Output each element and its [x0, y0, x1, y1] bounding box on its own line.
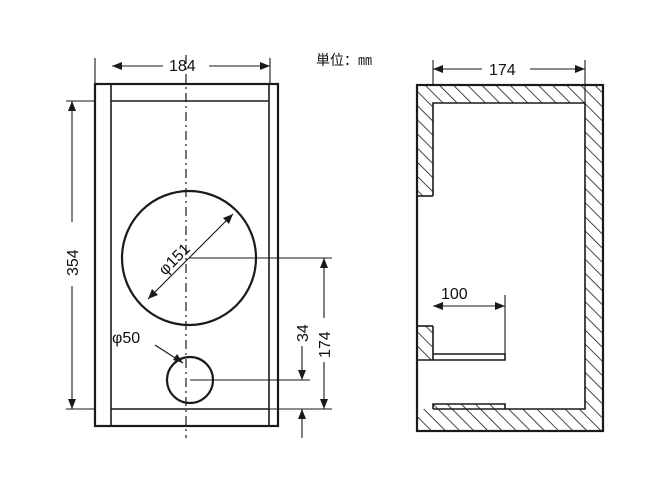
- front-outer-box: [93, 82, 280, 428]
- baffle-length-label: 100: [441, 286, 468, 303]
- baffle-length-arrow-right: [495, 302, 505, 310]
- driver-diameter-arrow-a: [148, 289, 158, 299]
- depth-label: 174: [489, 62, 516, 79]
- back-wall-hatch: [585, 103, 603, 409]
- side-inner-outline: [432, 102, 586, 410]
- front-view: φ151 φ50 184 354 174 34: [65, 55, 334, 438]
- baffle-length-arrow-left: [433, 302, 443, 310]
- driver-height-label: 174: [317, 331, 334, 358]
- port-tube-outline: [432, 403, 506, 409]
- port-tube-hatch: [433, 404, 505, 409]
- height-label: 354: [65, 249, 82, 276]
- height-arrow-top: [68, 101, 76, 111]
- height-arrow-bottom: [68, 399, 76, 409]
- driver-height-arrow-bottom: [320, 399, 328, 409]
- width-label: 184: [169, 58, 196, 75]
- driver-diameter-leader: [147, 213, 234, 300]
- driver-height-arrow-top: [320, 258, 328, 268]
- baffle-middle-hatch: [417, 326, 433, 360]
- unit-label: 単位：㎜: [316, 53, 372, 69]
- driver-diameter-arrow-b: [223, 214, 233, 224]
- port-diameter-arrow: [173, 354, 183, 363]
- port-offset-arrow-bottom: [298, 409, 306, 419]
- port-offset-arrow-top: [298, 370, 306, 380]
- depth-arrow-left: [433, 65, 443, 73]
- width-arrow-right: [260, 62, 270, 70]
- width-arrow-left: [112, 62, 122, 70]
- side-view: 174 100: [415, 60, 605, 433]
- side-outer-box: [415, 83, 605, 433]
- depth-arrow-right: [575, 65, 585, 73]
- baffle-bottom-shelf: [417, 353, 506, 361]
- top-wall-hatch: [417, 85, 603, 103]
- driver-diameter-label: φ151: [156, 241, 194, 279]
- port-offset-label: 34: [295, 324, 312, 342]
- baffle-upper-hatch: [417, 103, 433, 196]
- port-diameter-label: φ50: [112, 330, 140, 347]
- bottom-wall-hatch: [417, 409, 603, 431]
